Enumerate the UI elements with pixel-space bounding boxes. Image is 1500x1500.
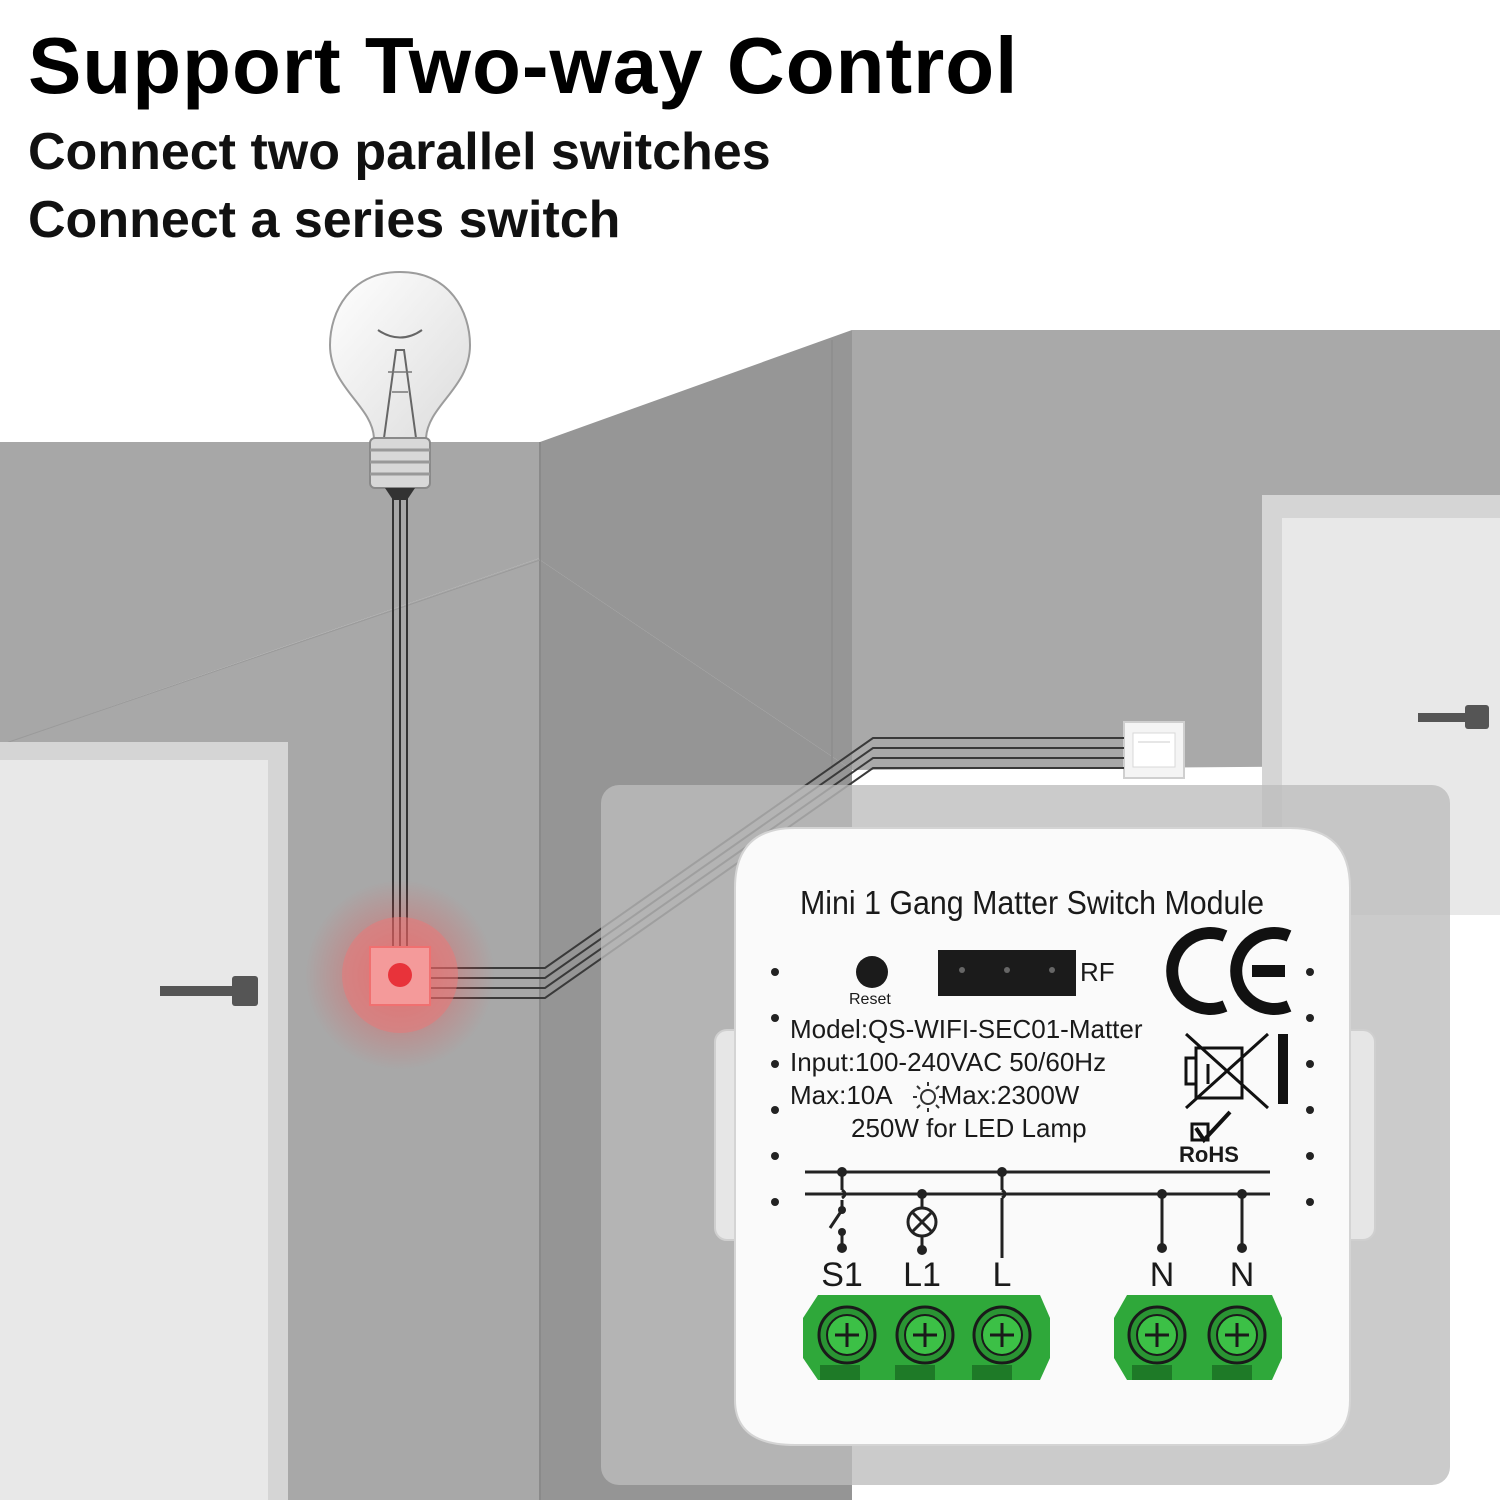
left-wall (0, 442, 540, 745)
left-door (0, 742, 288, 1500)
lamp-power-icon (913, 1082, 943, 1112)
middle-wall (540, 330, 852, 770)
reset-button (856, 956, 888, 988)
weee-bar (1278, 1034, 1288, 1104)
spec-max-line: Max:10A Max:2300W (790, 1080, 1079, 1111)
door-handle-icon (1418, 705, 1489, 729)
spec-input: Input:100-240VAC 50/60Hz (790, 1047, 1107, 1077)
headline: Support Two-way Control (28, 21, 1019, 110)
subtitle-line-2: Connect a series switch (28, 191, 621, 249)
terminal-label-l1: L1 (903, 1256, 941, 1294)
spec-max-power: Max:2300W (940, 1080, 1080, 1110)
reset-label: Reset (849, 991, 891, 1008)
ce-mark-icon (1166, 927, 1292, 1015)
spec-max-current: Max:10A (790, 1080, 893, 1110)
terminal-label-n1: N (1149, 1256, 1175, 1294)
rohs-label: RoHS (1179, 1142, 1239, 1167)
junction-box-icon (305, 880, 495, 1070)
rf-slot (938, 950, 1076, 996)
module-title: Mini 1 Gang Matter Switch Module (800, 884, 1265, 921)
rohs-check-icon (1190, 1110, 1232, 1144)
wall-switch-icon (1123, 721, 1185, 779)
door-handle-icon (160, 976, 258, 1006)
rf-label: RF (1080, 957, 1115, 987)
subtitle-line-1: Connect two parallel switches (28, 123, 771, 181)
spec-led: 250W for LED Lamp (851, 1113, 1087, 1143)
terminal-screws (817, 1305, 1267, 1365)
light-bulb-icon (328, 270, 472, 500)
switch-module (714, 827, 1376, 1446)
terminal-label-l: L (992, 1256, 1012, 1294)
weee-bin-icon (1184, 1032, 1270, 1110)
lamp-symbol-icon (906, 1206, 938, 1238)
terminal-label-n2: N (1229, 1256, 1255, 1294)
spec-model: Model:QS-WIFI-SEC01-Matter (790, 1014, 1143, 1044)
terminal-label-s1: S1 (821, 1256, 863, 1294)
switch-symbol-icon (837, 1167, 1247, 1255)
